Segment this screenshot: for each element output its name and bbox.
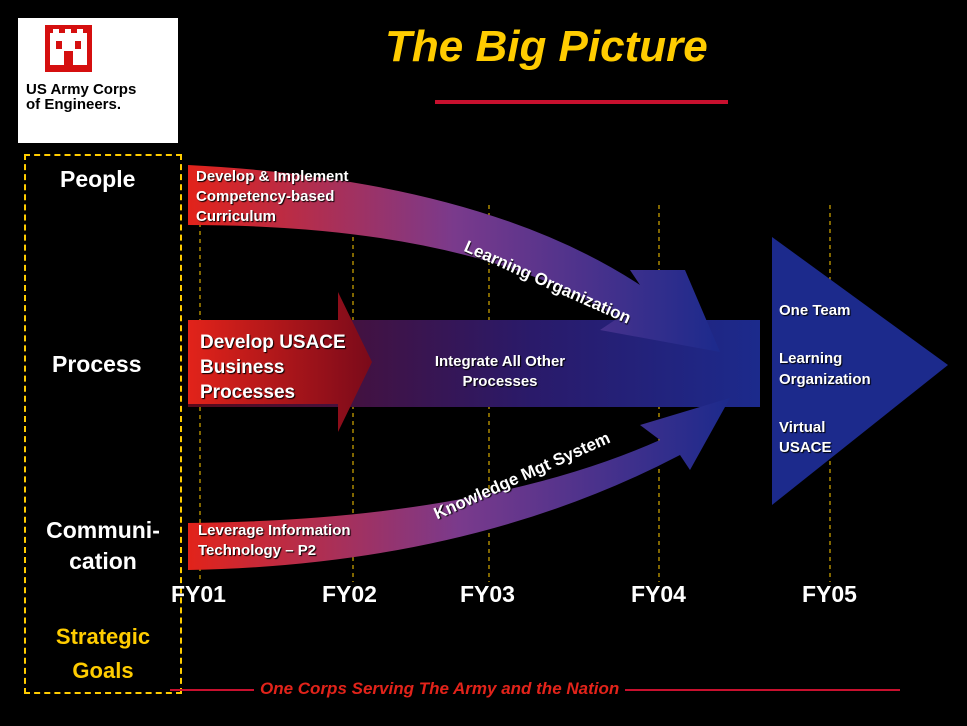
timeline-label-fy04: FY04 [631, 581, 686, 607]
page-title: The Big Picture [385, 22, 708, 71]
timeline-label-fy03: FY03 [460, 581, 515, 607]
communication-initiative-label: Leverage Information Technology – P2 [198, 522, 351, 559]
people-arrow [188, 165, 720, 352]
title-underline [435, 100, 728, 104]
outcome-virtual-usace: Virtual USACE [779, 419, 832, 456]
outcome-arrowhead [772, 237, 948, 505]
goal-communication: Communi- cation [46, 517, 160, 574]
strategic-goals-caption: Strategic Goals [55, 624, 151, 683]
business-process-arrow [188, 292, 372, 432]
logo-line-1: US Army Corps [26, 81, 137, 98]
outcome-learning-organization: Learning Organization [779, 350, 871, 388]
logo-text: US Army Corps of Engineers. [26, 82, 136, 112]
process-initiative-label: Develop USACE Business Processes [200, 332, 346, 403]
communication-arrow [188, 398, 730, 570]
outcome-one-team: One Team [779, 302, 851, 319]
integrate-processes-label: Integrate All Other Processes [434, 353, 566, 390]
goal-people: People [60, 166, 136, 192]
strategic-goals-column [24, 154, 182, 694]
timeline-label-fy01: FY01 [171, 581, 226, 607]
timeline-label-fy02: FY02 [322, 581, 377, 607]
footer-slogan: One Corps Serving The Army and the Natio… [254, 679, 626, 699]
logo: US Army Corps of Engineers. [18, 18, 178, 143]
timeline-label-fy05: FY05 [802, 581, 857, 607]
goal-process: Process [52, 351, 142, 377]
people-initiative-label: Develop & Implement Competency-based Cur… [196, 168, 349, 225]
logo-line-2: of Engineers. [26, 96, 122, 113]
castle-icon [45, 25, 92, 72]
